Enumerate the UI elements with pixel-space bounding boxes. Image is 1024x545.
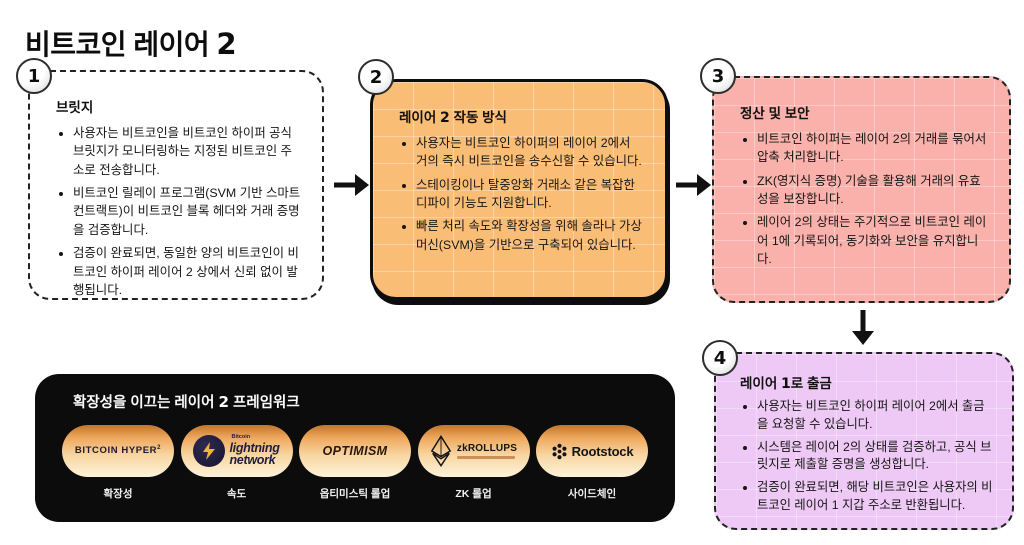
- step-3-title-text: 정산 및 보안: [740, 106, 810, 121]
- framework-zkrollups: zkROLLUPS ZK 롤업: [415, 425, 533, 501]
- bullet-item: 비트코인 하이퍼는 레이어 2의 거래를 묶어서 압축 처리합니다.: [757, 130, 989, 167]
- zkrollups-wordmark: zkROLLUPS: [430, 435, 517, 467]
- frameworks-panel: 확장성을 이끄는 레이어 2 프레임워크 BITCOIN HYPER2 확장성 …: [35, 374, 675, 522]
- step-4-title-accent: 1: [781, 376, 791, 392]
- panel-title-suffix: 프레임워크: [229, 395, 300, 411]
- zkrollups-text-block: zkROLLUPS: [456, 443, 518, 459]
- framework-label: 사이드체인: [567, 488, 617, 500]
- step-2-bullet-list: 사용자는 비트코인 하이퍼의 레이어 2에서 거의 즉시 비트코인을 송수신할 …: [399, 134, 645, 254]
- bullet-item: 검증이 완료되면, 해당 비트코인은 사용자의 비트코인 레이어 1 지갑 주소…: [757, 479, 994, 515]
- bullet-item: 검증이 완료되면, 동일한 양의 비트코인이 비트코인 하이퍼 레이어 2 상에…: [73, 244, 302, 299]
- step-1-box: 브릿지 사용자는 비트코인을 비트코인 하이퍼 공식 브릿지가 모니터링하는 지…: [28, 70, 324, 300]
- step-3-box: 정산 및 보안 비트코인 하이퍼는 레이어 2의 거래를 묶어서 압축 처리합니…: [712, 76, 1011, 303]
- panel-title-accent: 2: [218, 393, 230, 411]
- lightning-text-block: Bitcoin lightning network: [229, 435, 279, 467]
- lightning-wordmark: Bitcoin lightning network: [193, 435, 280, 467]
- bullet-item: 레이어 2의 상태는 주기적으로 비트코인 레이어 1에 기록되어, 동기화와 …: [757, 213, 989, 268]
- arrow-right-icon: [334, 174, 369, 196]
- zkrollups-text: zkROLLUPS: [456, 443, 518, 454]
- framework-label: 옵티미스틱 롤업: [319, 488, 391, 500]
- step-2-title-text: 레이어: [399, 110, 441, 125]
- step-2-title-accent: 2: [440, 110, 450, 126]
- step-3-title: 정산 및 보안: [740, 102, 989, 122]
- framework-label: 확장성: [103, 488, 133, 500]
- lightning-top-text: Bitcoin: [231, 434, 251, 441]
- frameworks-panel-title: 확장성을 이끄는 레이어 2 프레임워크: [73, 391, 655, 412]
- zkrollups-subtext-bar: [456, 456, 515, 459]
- panel-title-text: 확장성을 이끄는 레이어: [73, 395, 219, 411]
- lightning-line1: lightning: [229, 440, 280, 455]
- optimism-wordmark: OPTIMISM: [322, 444, 388, 458]
- page-title-text: 비트코인 레이어: [25, 28, 217, 60]
- step-4-box: 레이어 1로 출금 사용자는 비트코인 하이퍼 레이어 2에서 출금을 요청할 …: [714, 352, 1014, 530]
- step-2-box: 레이어 2 작동 방식 사용자는 비트코인 하이퍼의 레이어 2에서 거의 즉시…: [370, 79, 668, 300]
- ethereum-diamond-icon: [430, 435, 452, 467]
- bullet-item: 스테이킹이나 탈중앙화 거래소 같은 복잡한 디파이 기능도 지원합니다.: [416, 176, 645, 213]
- bullet-item: 사용자는 비트코인 하이퍼 레이어 2에서 출금을 요청할 수 있습니다.: [757, 398, 994, 434]
- rootstock-flower-icon: [552, 443, 567, 459]
- framework-rootstock: Rootstock 사이드체인: [533, 425, 651, 501]
- lightning-network-logo: Bitcoin lightning network: [180, 425, 293, 477]
- step-1-title-text: 브릿지: [56, 100, 94, 115]
- framework-label: ZK 롤업: [455, 488, 492, 500]
- step-3-bullet-list: 비트코인 하이퍼는 레이어 2의 거래를 묶어서 압축 처리합니다. ZK(영지…: [740, 130, 989, 269]
- step-2-title-suffix: 작동 방식: [449, 110, 507, 125]
- arrow-down-icon: [852, 310, 874, 345]
- step-4-title-text: 레이어: [740, 376, 782, 391]
- frameworks-logo-row: BITCOIN HYPER2 확장성 Bitcoin lightning net…: [55, 425, 655, 501]
- bitcoin-hyper-sup: 2: [157, 445, 162, 452]
- bullet-item: 사용자는 비트코인을 비트코인 하이퍼 공식 브릿지가 모니터링하는 지정된 비…: [73, 124, 302, 179]
- framework-optimism: OPTIMISM 옵티미스틱 롤업: [296, 425, 414, 501]
- bullet-item: 사용자는 비트코인 하이퍼의 레이어 2에서 거의 즉시 비트코인을 송수신할 …: [416, 134, 645, 171]
- bitcoin-hyper-wordmark: BITCOIN HYPER2: [75, 445, 161, 456]
- step-3-badge: 3: [700, 58, 736, 94]
- step-4-bullet-list: 사용자는 비트코인 하이퍼 레이어 2에서 출금을 요청할 수 있습니다. 시스…: [740, 398, 994, 515]
- lightning-bolt-icon: [193, 435, 226, 467]
- step-4-badge: 4: [702, 340, 738, 376]
- optimism-logo: OPTIMISM: [299, 425, 411, 477]
- bitcoin-hyper-logo: BITCOIN HYPER2: [62, 425, 174, 477]
- bullet-item: 빠른 처리 속도와 확장성을 위해 솔라나 가상머신(SVM)을 기반으로 구축…: [416, 217, 645, 254]
- bitcoin-hyper-text: BITCOIN HYPER: [74, 445, 158, 457]
- arrow-right-icon: [676, 174, 711, 196]
- step-4-title-suffix: 로 출금: [790, 376, 832, 391]
- step-2-badge: 2: [358, 59, 394, 95]
- framework-label: 속도: [226, 488, 247, 500]
- rootstock-logo: Rootstock: [536, 425, 648, 477]
- step-1-badge: 1: [16, 58, 52, 94]
- bullet-item: 비트코인 릴레이 프로그램(SVM 기반 스마트 컨트랙트)이 비트코인 블록 …: [73, 184, 302, 239]
- lightning-line2: network: [229, 453, 276, 468]
- rootstock-text: Rootstock: [571, 443, 634, 459]
- step-4-title: 레이어 1로 출금: [740, 372, 994, 392]
- step-1-bullet-list: 사용자는 비트코인을 비트코인 하이퍼 공식 브릿지가 모니터링하는 지정된 비…: [56, 124, 302, 299]
- bullet-item: ZK(영지식 증명) 기술을 활용해 거래의 유효성을 보장합니다.: [757, 172, 989, 209]
- step-2-title: 레이어 2 작동 방식: [399, 106, 645, 126]
- bullet-item: 시스템은 레이어 2의 상태를 검증하고, 공식 브릿지로 제출할 증명을 생성…: [757, 439, 994, 475]
- framework-lightning-network: Bitcoin lightning network 속도: [178, 425, 296, 501]
- zkrollups-logo: zkROLLUPS: [417, 425, 530, 477]
- framework-bitcoin-hyper: BITCOIN HYPER2 확장성: [59, 425, 177, 501]
- rootstock-wordmark: Rootstock: [551, 443, 634, 460]
- step-1-title: 브릿지: [56, 96, 302, 116]
- page-title: 비트코인 레이어 2: [25, 23, 237, 63]
- page-title-accent: 2: [216, 26, 237, 61]
